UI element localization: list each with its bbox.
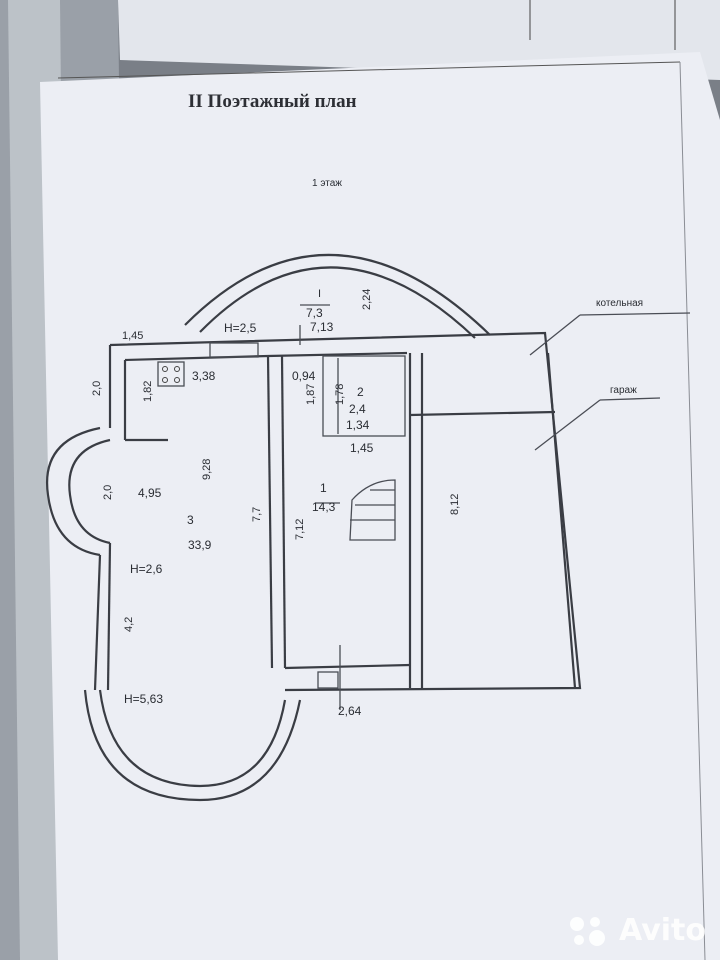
staircase — [349, 479, 396, 541]
dim-label: 1,82 — [142, 381, 154, 402]
dim-label: H=5,63 — [124, 692, 163, 706]
boiler-room-label: котельная — [596, 298, 643, 309]
dim-label: 3,38 — [192, 369, 216, 383]
boiler-leader — [579, 312, 691, 316]
dim-label: 4,95 — [138, 486, 162, 500]
bathroom-outline — [322, 355, 406, 437]
dim-label: 2,64 — [338, 704, 362, 718]
bottom-bay-inner — [98, 689, 287, 788]
page-title: II Поэтажный план — [188, 91, 357, 112]
floor-label: 1 этаж — [312, 178, 342, 189]
avito-watermark: Avito — [567, 913, 706, 948]
garage-right-wall — [546, 352, 577, 689]
partition-room1-bottom — [284, 663, 411, 670]
inner-wall-top-mid — [267, 351, 408, 358]
dim-label: 1,87 — [305, 384, 317, 405]
dim-label: 1,78 — [334, 384, 346, 405]
bottom-bay-outer — [83, 689, 302, 802]
left-bay-inner — [68, 438, 111, 545]
boiler-leader — [529, 314, 581, 356]
dim-label: 2,0 — [91, 381, 103, 396]
room-1-area: 14,3 — [312, 500, 336, 514]
dim-label: 0,94 — [292, 369, 316, 383]
stove-burner — [162, 366, 168, 372]
room-1-number: 1 — [320, 481, 327, 495]
dim-label: 2,0 — [102, 485, 114, 500]
garage-leader — [534, 399, 601, 451]
stove-burner — [174, 366, 180, 372]
outer-wall-left — [93, 554, 102, 691]
left-bay-outer — [46, 426, 101, 557]
outer-wall — [109, 331, 582, 692]
partition-room3-room1 — [266, 355, 274, 669]
stove-burner — [174, 377, 180, 383]
dim-label: 1,45 — [122, 330, 143, 342]
garage-leader — [599, 397, 661, 401]
partition-boiler — [409, 410, 556, 417]
dim-label: 1,34 — [346, 418, 370, 432]
inner-wall-left — [106, 542, 112, 691]
dim-label: H=2,5 — [224, 321, 257, 335]
stove-burner — [162, 377, 168, 383]
dim-label: 8,12 — [449, 494, 461, 515]
bay-inner-arc — [199, 266, 476, 339]
room-2-number: 2 — [357, 385, 364, 399]
avito-logo-icon — [570, 916, 606, 946]
garage-label: гараж — [610, 385, 637, 396]
room-3-number: 3 — [187, 513, 194, 527]
room-I-number: I — [318, 288, 321, 300]
dim-label: 2,24 — [361, 289, 373, 310]
stove-outline — [157, 361, 185, 387]
dim-label: 7,13 — [310, 320, 334, 334]
dim-label: 7,12 — [294, 519, 306, 540]
bay-outer-arc — [184, 253, 491, 336]
page-frame-right — [679, 61, 706, 960]
partition-room1-left — [280, 355, 287, 669]
avito-watermark-text: Avito — [619, 913, 706, 948]
main-page — [40, 52, 720, 960]
page-frame-top — [57, 61, 681, 79]
room-I-area: 7,3 — [306, 306, 323, 320]
room-3-area: 33,9 — [188, 538, 212, 552]
room-2-area: 2,4 — [349, 402, 366, 416]
dim-label: 1,45 — [350, 441, 374, 455]
dim-label: 4,2 — [123, 617, 135, 632]
dim-label: 7,7 — [251, 507, 263, 522]
dim-label: H=2,6 — [130, 562, 163, 576]
window-bottom — [317, 671, 339, 689]
dim-label: 9,28 — [201, 459, 213, 480]
window-top — [209, 342, 259, 358]
